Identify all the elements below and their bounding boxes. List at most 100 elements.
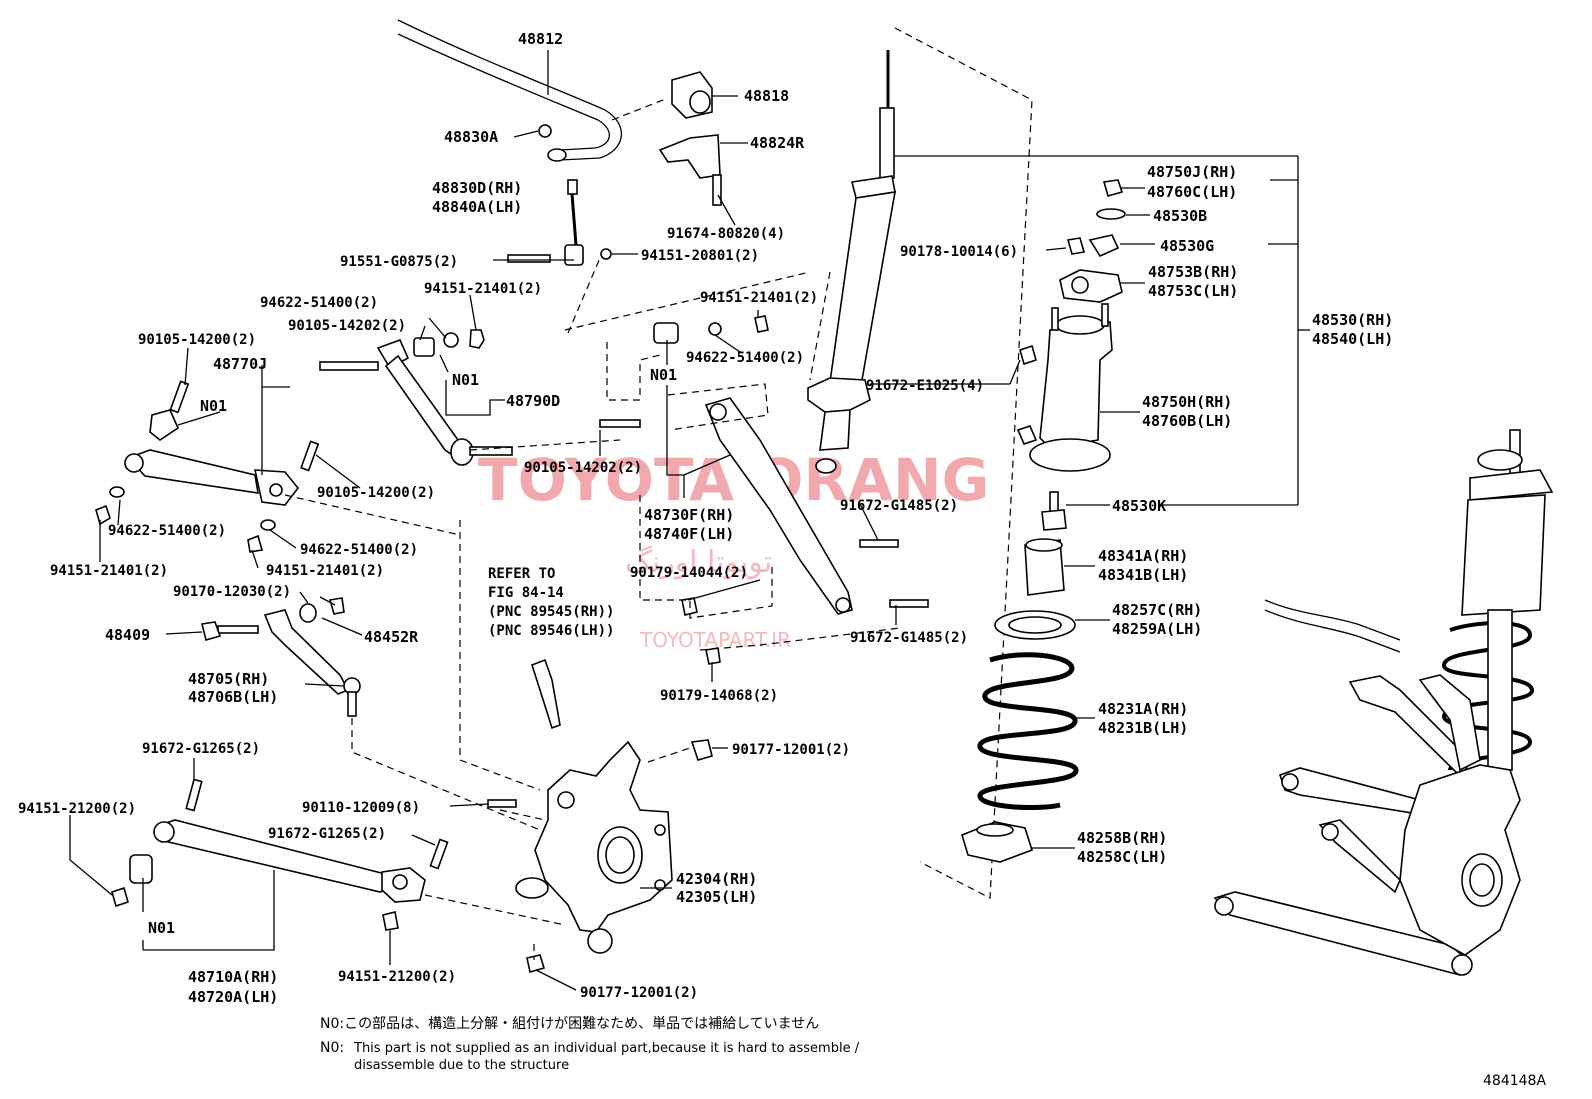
- label-48824R: 48824R: [750, 134, 805, 152]
- label-48750J: 48750J(RH): [1147, 163, 1237, 181]
- footnote-en-prefix: N0:: [320, 1040, 344, 1056]
- abs-sensor-drawing: [531, 658, 561, 730]
- label-90105-14202-a: 90105-14202(2): [288, 318, 406, 334]
- label-48730F: 48730F(RH): [644, 506, 734, 524]
- label-90105-14200-a: 90105-14200(2): [138, 332, 256, 348]
- label-48530K: 48530K: [1112, 497, 1166, 515]
- watermark: TOYOTA ORANG تویوتا اورنگ TOYOTAPART.IR: [478, 446, 989, 652]
- label-90110-12009: 90110-12009(8): [302, 800, 420, 816]
- label-90179-14068: 90179-14068(2): [660, 688, 778, 704]
- knuckle-42304-drawing: [487, 739, 713, 974]
- label-48409: 48409: [105, 626, 150, 644]
- label-48452R: 48452R: [364, 628, 419, 646]
- label-90178-10014: 90178-10014(6): [900, 244, 1018, 260]
- label-42305: 42305(LH): [676, 888, 757, 906]
- label-94151-21200-b: 94151-21200(2): [338, 969, 456, 985]
- label-48720A: 48720A(LH): [188, 988, 278, 1006]
- label-48706B: 48706B(LH): [188, 688, 278, 706]
- upper-arm-48790D-drawing: [319, 329, 513, 466]
- bushing-48818-drawing: [671, 71, 738, 119]
- label-48812: 48812: [518, 30, 563, 48]
- label-90105-14202-b: 90105-14202(2): [524, 460, 642, 476]
- label-94151-20801: 94151-20801(2): [641, 248, 759, 264]
- label-48705: 48705(RH): [188, 670, 269, 688]
- label-48760B: 48760B(LH): [1142, 412, 1232, 430]
- label-90105-14200-b: 90105-14200(2): [317, 485, 435, 501]
- label-48753C: 48753C(LH): [1148, 282, 1238, 300]
- label-48258C: 48258C(LH): [1077, 848, 1167, 866]
- label-n01-c: N01: [650, 366, 677, 384]
- footnote-en-line-1: This part is not supplied as an individu…: [353, 1041, 860, 1056]
- diagram-id: 484148A: [1483, 1073, 1546, 1089]
- label-48530G: 48530G: [1160, 237, 1214, 255]
- upper-arm-48770J-drawing: [95, 380, 320, 553]
- label-91672-E1025: 91672-E1025(4): [866, 378, 984, 394]
- label-48753B: 48753B(RH): [1148, 263, 1238, 281]
- label-48530B: 48530B: [1153, 207, 1207, 225]
- label-90179-14044: 90179-14044(2): [630, 565, 748, 581]
- label-48257C: 48257C(RH): [1112, 601, 1202, 619]
- label-94622-51400-b: 94622-51400(2): [686, 350, 804, 366]
- assembled-suspension-view: [1213, 429, 1554, 976]
- label-n01-b: N01: [452, 371, 479, 389]
- label-48770J: 48770J: [213, 355, 267, 373]
- label-48530: 48530(RH): [1312, 311, 1393, 329]
- label-48259A: 48259A(LH): [1112, 620, 1202, 638]
- ref-line-3: (PNC 89545(RH)): [488, 604, 614, 620]
- shock-absorber-drawing: [807, 50, 896, 474]
- nut-48830A: [538, 124, 552, 138]
- label-48710A: 48710A(RH): [188, 968, 278, 986]
- label-48790D: 48790D: [506, 392, 560, 410]
- lower-arm-48710A-drawing: [111, 778, 449, 931]
- label-94622-51400-d: 94622-51400(2): [300, 542, 418, 558]
- label-94622-51400-c: 94622-51400(2): [108, 523, 226, 539]
- label-48341B: 48341B(LH): [1098, 566, 1188, 584]
- label-48830D: 48830D(RH): [432, 179, 522, 197]
- label-94622-51400-a: 94622-51400(2): [260, 295, 378, 311]
- label-94151-21401-b: 94151-21401(2): [700, 290, 818, 306]
- label-48540: 48540(LH): [1312, 330, 1393, 348]
- ref-line-4: (PNC 89546(LH)): [488, 623, 614, 639]
- upper-mount-stack-drawing: [961, 179, 1126, 863]
- ref-line-1: REFER TO: [488, 566, 555, 582]
- label-90170-12030: 90170-12030(2): [173, 584, 291, 600]
- footnote-en-line-2: disassemble due to the structure: [354, 1058, 569, 1073]
- label-n01-a: N01: [200, 397, 227, 415]
- footnote-jp: N0:この部品は、構造上分解・組付けが困難なため、単品では補給していません: [320, 1016, 819, 1032]
- bracket-48824R-drawing: [658, 134, 748, 179]
- label-94151-21401-d: 94151-21401(2): [266, 563, 384, 579]
- label-90177-12001-a: 90177-12001(2): [732, 742, 850, 758]
- label-94151-21401-a: 94151-21401(2): [424, 281, 542, 297]
- label-91674-80820: 91674-80820(4): [667, 226, 785, 242]
- bar-end-eye: [547, 148, 567, 162]
- label-91672-G1485-b: 91672-G1485(2): [850, 630, 968, 646]
- assembly-bracket-48530: [895, 155, 1310, 506]
- label-91551-G0875: 91551-G0875(2): [340, 254, 458, 270]
- stabilizer-bar-drawing: [397, 19, 623, 162]
- reference-note: REFER TO FIG 84-14 (PNC 89545(RH)) (PNC …: [488, 566, 614, 639]
- stabilizer-link-drawing: [507, 174, 722, 266]
- label-48830A: 48830A: [444, 128, 498, 146]
- label-48341A: 48341A(RH): [1098, 547, 1188, 565]
- label-48740F: 48740F(LH): [644, 525, 734, 543]
- label-94151-21200-a: 94151-21200(2): [18, 801, 136, 817]
- label-48231B: 48231B(LH): [1098, 719, 1188, 737]
- label-42304: 42304(RH): [676, 870, 757, 888]
- label-48840A: 48840A(LH): [432, 198, 522, 216]
- label-91672-G1265-a: 91672-G1265(2): [142, 741, 260, 757]
- label-48258B: 48258B(RH): [1077, 829, 1167, 847]
- label-90177-12001-b: 90177-12001(2): [580, 985, 698, 1001]
- label-48760C: 48760C(LH): [1147, 183, 1237, 201]
- label-48818: 48818: [744, 87, 789, 105]
- label-48750H: 48750H(RH): [1142, 393, 1232, 411]
- label-91672-G1265-b: 91672-G1265(2): [268, 826, 386, 842]
- footnotes: N0:この部品は、構造上分解・組付けが困難なため、単品では補給していません N0…: [320, 1016, 860, 1073]
- part-number-labels: 48812 48818 48830A 48824R 48830D(RH) 488…: [18, 30, 1393, 1006]
- label-48231A: 48231A(RH): [1098, 700, 1188, 718]
- watermark-farsi: تویوتا اورنگ: [625, 545, 772, 580]
- label-94151-21401-c: 94151-21401(2): [50, 563, 168, 579]
- label-91672-G1485-a: 91672-G1485(2): [840, 498, 958, 514]
- lower-arm-48730F-drawing: [599, 315, 929, 665]
- label-n01-d: N01: [148, 919, 175, 937]
